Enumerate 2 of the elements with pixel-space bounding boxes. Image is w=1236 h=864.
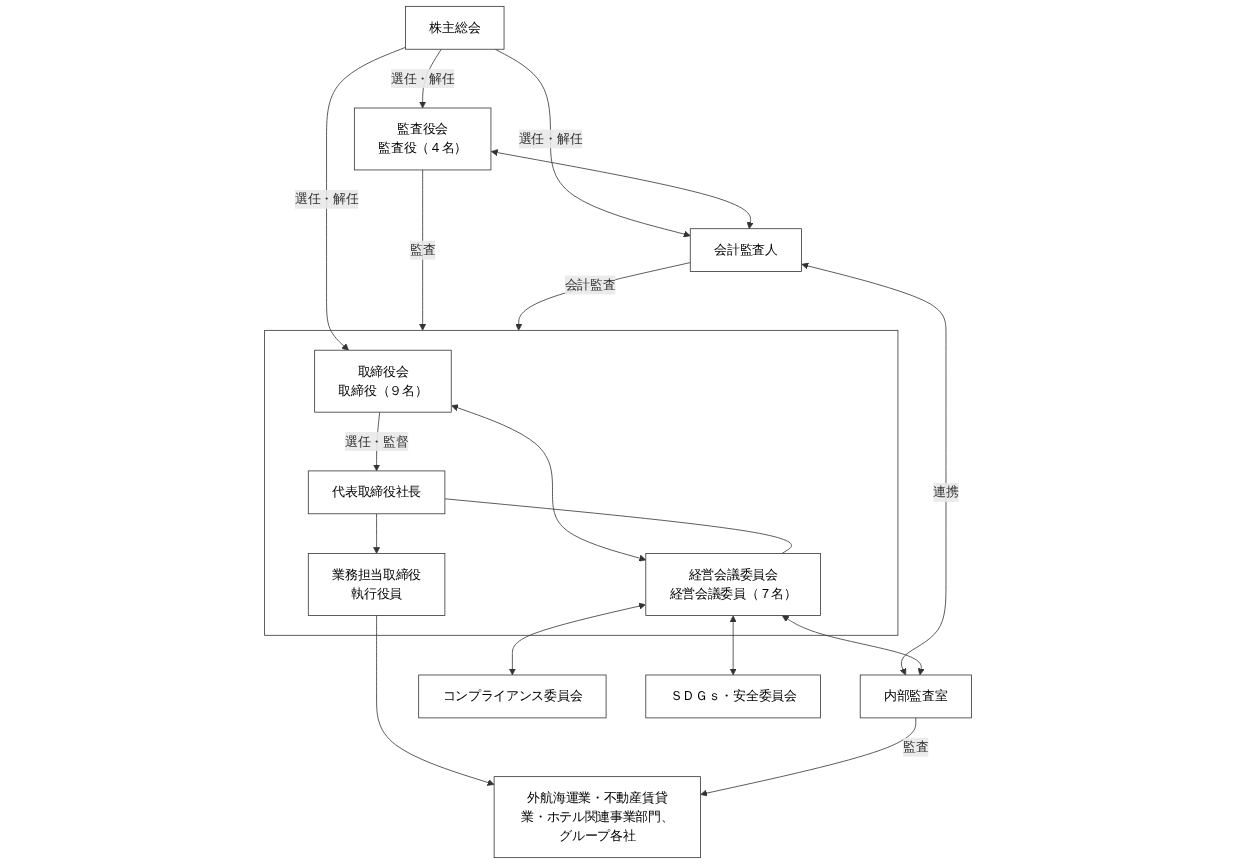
cluster [264, 329, 899, 636]
connector [444, 498, 792, 554]
